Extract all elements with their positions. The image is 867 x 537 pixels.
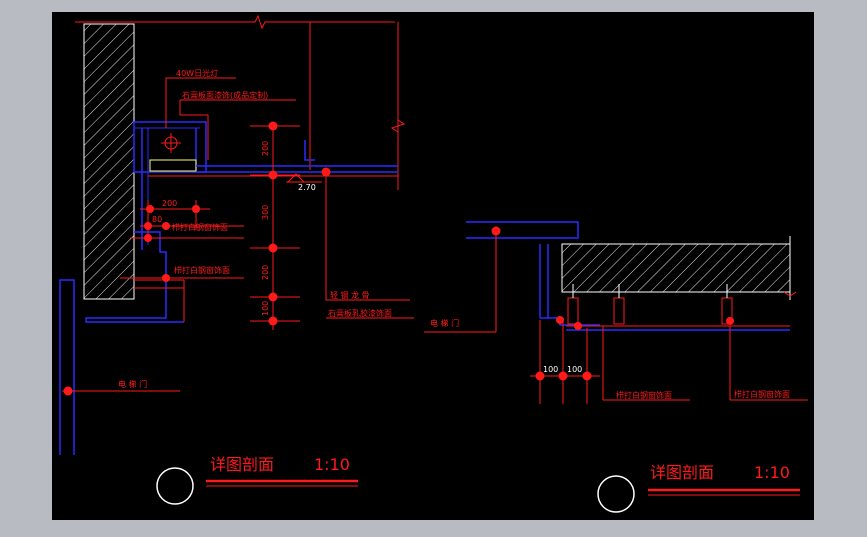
dim-300: 300 [261, 205, 270, 220]
dim-200-top: 200 [261, 141, 270, 156]
label-elevator-door-left: 电 梯 门 [118, 379, 147, 389]
scale-left: 1:10 [314, 455, 350, 474]
dim-100-a: 100 [543, 365, 558, 374]
dim-200-mid: 200 [261, 265, 270, 280]
label-wood-trim-b: 栉打白钢窗饰面 [734, 389, 790, 399]
dim-200-horizontal: 200 [162, 199, 177, 208]
label-wood-trim-1: 栉打白钢窗饰面 [172, 222, 228, 232]
label-wood-trim-a: 栉打白钢窗饰面 [616, 390, 672, 400]
label-lamp: 40W日光灯 [176, 68, 218, 78]
title-circle-left [156, 467, 194, 505]
dim-100-b: 100 [567, 365, 582, 374]
label-gypsum-finish: 石膏板乳胶漆饰面 [328, 308, 392, 318]
dim-100: 100 [261, 301, 270, 316]
hatched-beam [561, 243, 791, 293]
dim-80-horizontal: 80 [152, 215, 162, 224]
right-section-detail: 电 梯 门 100 100 栉打白钢窗饰面 栉打白钢窗饰面 详图剖面 1:10 [424, 221, 808, 513]
title-circle-right [597, 475, 635, 513]
hatched-wall [83, 23, 135, 300]
break-line-top [75, 14, 395, 30]
elevator-door-leaf [59, 279, 75, 455]
label-elevator-door-right: 电 梯 门 [430, 318, 459, 328]
lamp-box [133, 121, 207, 173]
left-section-detail: 40W日光灯 石膏板面漆饰(成品定制) 栉打白钢窗饰面 栉打白钢窗饰面 轻 钢 … [59, 14, 414, 505]
elevation-value: 2.70 [298, 183, 316, 192]
title-left: 详图剖面 [210, 455, 274, 474]
scale-right: 1:10 [754, 463, 790, 482]
title-right: 详图剖面 [650, 463, 714, 482]
label-light-keel: 轻 钢 龙 骨 [330, 290, 370, 300]
label-wood-trim-2: 栉打白钢窗饰面 [174, 265, 230, 275]
label-gypsum-board: 石膏板面漆饰(成品定制) [182, 90, 268, 100]
